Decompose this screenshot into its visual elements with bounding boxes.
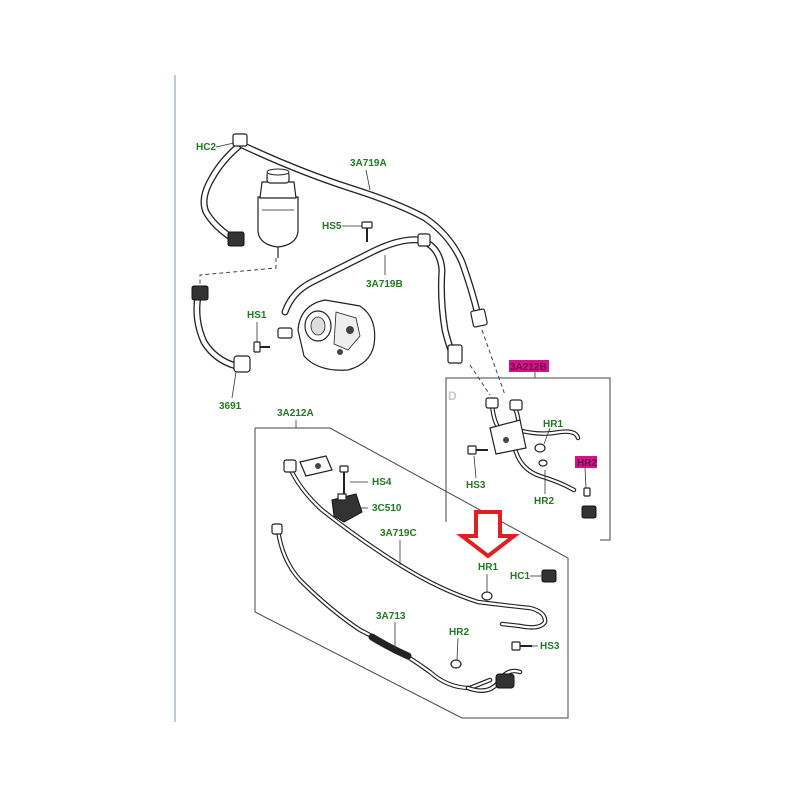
hose-3a719b [281,233,463,364]
block-3c510 [331,493,363,523]
steering-pump [277,299,376,371]
label-3a719b: 3A719B [366,279,403,290]
hose-3a719a [200,133,488,328]
bolt-hs5 [361,221,373,242]
label-hr2-lower: HR2 [449,627,469,638]
label-3c510: 3C510 [372,503,402,514]
down-arrow-icon [456,510,520,559]
label-3691: 3691 [219,401,242,412]
label-3a212b: 3A212B [510,362,547,373]
highlight-3a212b [509,360,549,372]
label-hs3-upper: HS3 [466,480,486,491]
label-hr1-lower: HR1 [478,562,498,573]
label-3a719a: 3A719A [350,158,387,169]
label-hs4: HS4 [372,477,392,488]
label-3a713: 3A713 [376,611,406,622]
highlight-hr2 [575,456,597,468]
frame-3a212a [254,420,569,719]
label-3a719c: 3A719C [380,528,417,539]
reservoir [257,168,299,258]
frame-3a212b [445,370,611,541]
label-hc2: HC2 [196,142,216,153]
label-hr2-upper: HR2 [534,496,554,507]
bolt-hs3-lower [511,641,532,651]
label-hc1: HC1 [510,571,530,582]
label-hr2-highlight: HR2 [577,458,597,469]
label-hs1: HS1 [247,310,267,321]
bolt-hs1 [253,341,270,353]
label-hr1-upper: HR1 [543,419,563,430]
label-3a212a: 3A212A [277,408,314,419]
bolt-hs4 [339,465,349,494]
label-hs5: HS5 [322,221,342,232]
label-hs3-lower: HS3 [540,641,560,652]
hose-3691 [191,285,251,373]
bolt-hs3-upper [467,445,488,455]
label-d-marker: D [448,389,457,403]
